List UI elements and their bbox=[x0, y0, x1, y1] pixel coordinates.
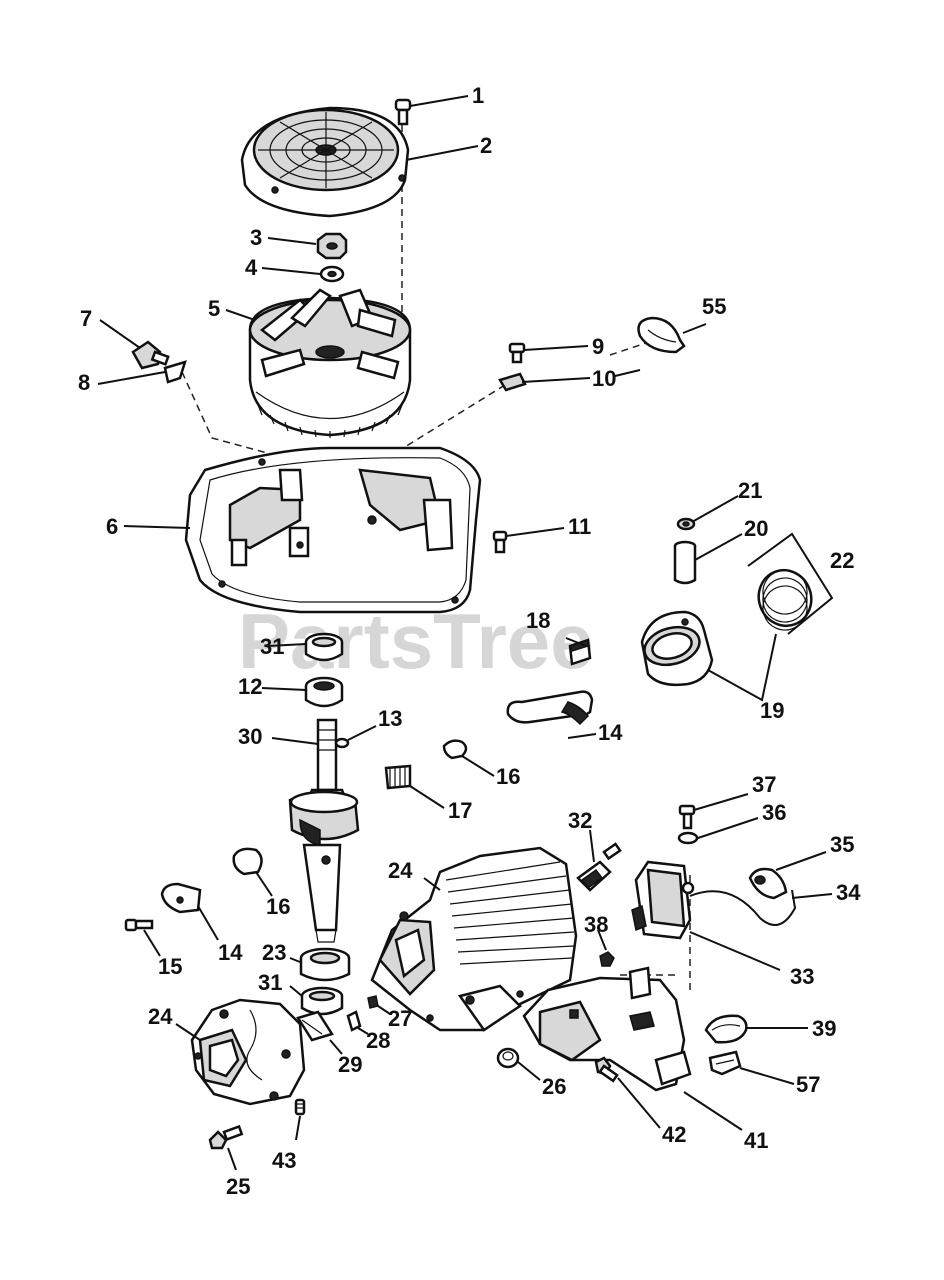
callout-6: 6 bbox=[106, 514, 118, 539]
piston-pin-20 bbox=[673, 540, 697, 585]
clip-21 bbox=[676, 517, 696, 531]
seal-31-lower bbox=[300, 986, 344, 1016]
clip-8 bbox=[163, 360, 187, 384]
flywheel-screen-cover bbox=[240, 106, 410, 218]
callout-11: 11 bbox=[568, 514, 591, 539]
screw-42 bbox=[594, 1056, 619, 1083]
callout-41: 41 bbox=[744, 1128, 768, 1153]
screw-9 bbox=[508, 342, 526, 364]
blower-housing bbox=[184, 446, 482, 614]
screw-25 bbox=[208, 1124, 244, 1150]
ignition-module-33 bbox=[631, 860, 695, 940]
callout-55: 55 bbox=[702, 294, 726, 319]
seal-31-upper bbox=[304, 632, 344, 662]
washer-4 bbox=[319, 265, 345, 283]
clip-10 bbox=[498, 372, 527, 392]
spark-plug-boot-35 bbox=[748, 867, 788, 900]
callout-14-upper: 14 bbox=[598, 720, 623, 745]
pin-28 bbox=[346, 1010, 362, 1032]
bracket-29 bbox=[296, 1010, 334, 1042]
callout-25: 25 bbox=[226, 1174, 250, 1199]
callout-9: 9 bbox=[592, 334, 604, 359]
screw-1 bbox=[394, 98, 412, 126]
screw-37 bbox=[678, 804, 696, 830]
callout-36: 36 bbox=[762, 800, 786, 825]
callout-33: 33 bbox=[790, 964, 814, 989]
callout-15: 15 bbox=[158, 954, 182, 979]
bearing-23 bbox=[299, 947, 351, 982]
crankshaft bbox=[288, 718, 360, 943]
piston-19 bbox=[640, 610, 714, 687]
callout-3: 3 bbox=[250, 225, 262, 250]
callout-35: 35 bbox=[830, 832, 854, 857]
callout-38: 38 bbox=[584, 912, 608, 937]
callout-26: 26 bbox=[542, 1074, 566, 1099]
callout-31-lower: 31 bbox=[258, 970, 282, 995]
callout-19: 19 bbox=[760, 698, 784, 723]
callout-8: 8 bbox=[78, 370, 90, 395]
nut-38 bbox=[599, 951, 615, 967]
callout-labels: 1 2 3 4 5 6 7 8 9 10 11 12 13 14 14 15 1… bbox=[78, 83, 861, 1199]
callout-24-center: 24 bbox=[388, 858, 413, 883]
callout-17: 17 bbox=[448, 798, 472, 823]
callout-24-left: 24 bbox=[148, 1004, 173, 1029]
callout-28: 28 bbox=[366, 1028, 390, 1053]
callout-22: 22 bbox=[830, 548, 854, 573]
plug-26 bbox=[496, 1047, 520, 1069]
callout-20: 20 bbox=[744, 516, 768, 541]
bearing-half-16-upper bbox=[442, 739, 468, 760]
crankcase-half-left bbox=[190, 998, 306, 1106]
key-13 bbox=[334, 737, 350, 749]
callout-5: 5 bbox=[208, 296, 220, 321]
callout-1: 1 bbox=[472, 83, 484, 108]
callout-12: 12 bbox=[238, 674, 262, 699]
callout-16-upper: 16 bbox=[496, 764, 520, 789]
callout-10: 10 bbox=[592, 366, 616, 391]
callout-29: 29 bbox=[338, 1052, 362, 1077]
cylinder-24 bbox=[370, 846, 578, 1032]
bearing-12 bbox=[304, 676, 344, 708]
callout-34: 34 bbox=[836, 880, 861, 905]
flywheel bbox=[248, 288, 412, 438]
nut-3 bbox=[316, 232, 348, 260]
callout-16-lower: 16 bbox=[266, 894, 290, 919]
callout-39: 39 bbox=[812, 1016, 836, 1041]
connecting-rod-14-upper bbox=[506, 690, 594, 726]
callout-2: 2 bbox=[480, 133, 492, 158]
callout-37: 37 bbox=[752, 772, 776, 797]
retaining-ring-55 bbox=[637, 316, 686, 354]
callout-14-lower: 14 bbox=[218, 940, 243, 965]
callout-43: 43 bbox=[272, 1148, 296, 1173]
callout-32: 32 bbox=[568, 808, 592, 833]
spark-plug-32 bbox=[576, 842, 622, 892]
pin-43 bbox=[294, 1098, 306, 1116]
fitting-57 bbox=[708, 1050, 742, 1076]
callout-18: 18 bbox=[526, 608, 550, 633]
leader-lines bbox=[97, 95, 834, 1171]
screw-27 bbox=[367, 995, 379, 1009]
screw-15 bbox=[124, 918, 154, 932]
screw-11 bbox=[492, 530, 508, 554]
clamp-ring-39 bbox=[704, 1014, 748, 1044]
washer-36 bbox=[677, 831, 699, 845]
callout-57: 57 bbox=[796, 1072, 820, 1097]
callout-13: 13 bbox=[378, 706, 402, 731]
callout-31-upper: 31 bbox=[260, 634, 284, 659]
callout-7: 7 bbox=[80, 306, 92, 331]
bearing-half-16-lower bbox=[232, 847, 263, 876]
callout-23: 23 bbox=[262, 940, 286, 965]
screw-7 bbox=[131, 340, 170, 370]
piston-rings-22 bbox=[757, 568, 813, 631]
ignition-wire-34 bbox=[689, 889, 797, 927]
intake-cover-41 bbox=[522, 966, 692, 1092]
needle-bearing-17 bbox=[384, 764, 412, 790]
callout-30: 30 bbox=[238, 724, 262, 749]
callout-27: 27 bbox=[388, 1006, 412, 1031]
callout-21: 21 bbox=[738, 478, 762, 503]
callout-42: 42 bbox=[662, 1122, 686, 1147]
callout-4: 4 bbox=[245, 255, 258, 280]
rod-cap-14-lower bbox=[160, 882, 202, 914]
